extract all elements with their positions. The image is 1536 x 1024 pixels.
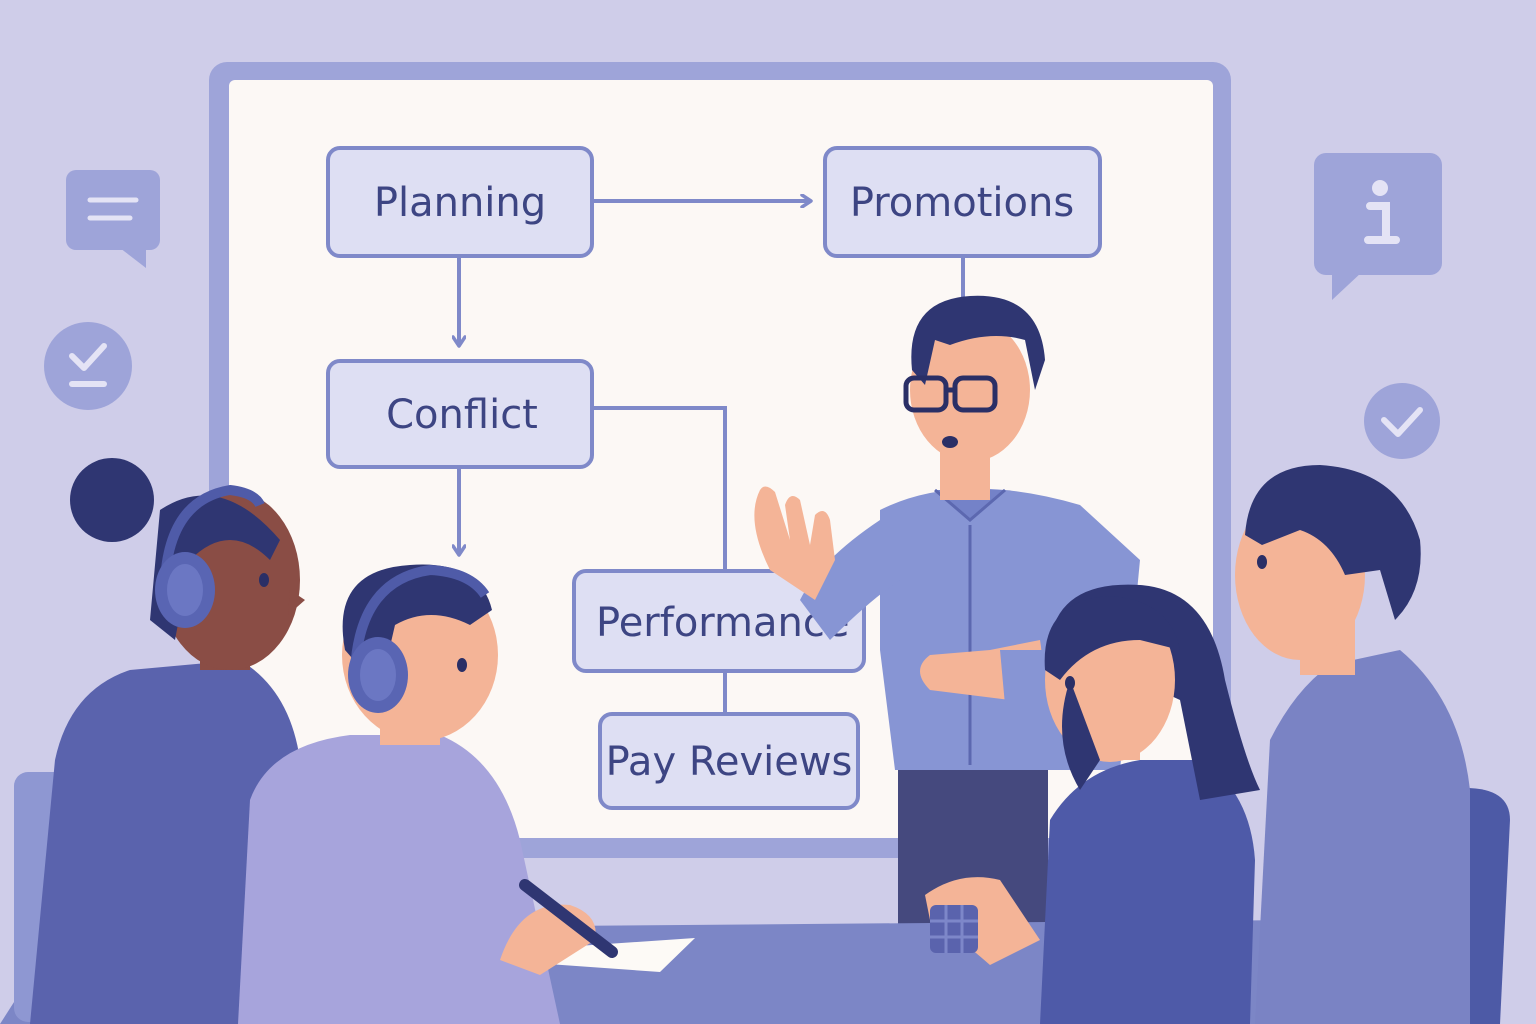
flowchart-box-conflict: Conflict [326, 359, 594, 469]
line-conflict-performance [590, 406, 727, 574]
pay-reviews-label: Pay Reviews [606, 739, 853, 785]
checkmark-circle-icon [1364, 383, 1440, 459]
flowchart-box-planning: Planning [326, 146, 594, 258]
promotions-label: Promotions [850, 180, 1074, 226]
rubiks-cube [930, 905, 978, 953]
flowchart-connectors [459, 201, 965, 716]
planning-label: Planning [374, 180, 546, 226]
conflict-label: Conflict [386, 392, 538, 438]
man-with-headphones [238, 564, 618, 1024]
woman-with-headphones [30, 458, 310, 1024]
chat-bubble-icon [66, 170, 160, 268]
info-bubble-icon [1314, 153, 1442, 300]
woman-long-hair [925, 584, 1260, 1024]
flowchart-box-promotions: Promotions [823, 146, 1102, 258]
checkmark-badge-icon [44, 322, 132, 410]
man-right [1235, 465, 1470, 1024]
flowchart-box-pay-reviews: Pay Reviews [598, 712, 860, 810]
